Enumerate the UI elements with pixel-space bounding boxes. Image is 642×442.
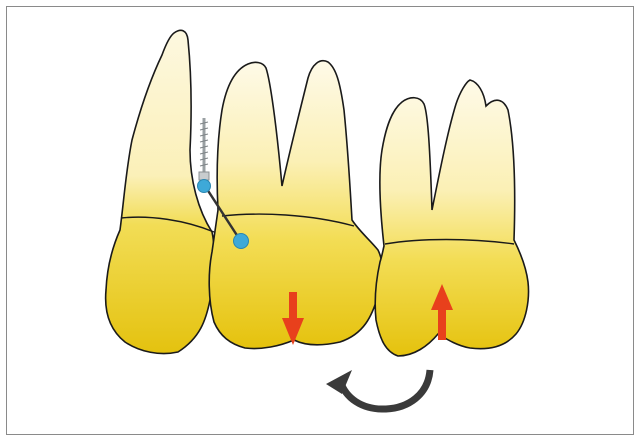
molar-tooth-extruded [375, 80, 528, 356]
premolar-outline [106, 30, 215, 353]
premolar-tooth [106, 30, 215, 353]
molar-attachment-icon [234, 234, 249, 249]
molar-right-outline [375, 80, 528, 356]
elastic-anchor-icon [198, 180, 211, 193]
rotation-arrow-icon [326, 370, 430, 409]
mini-screw-icon [199, 118, 209, 180]
